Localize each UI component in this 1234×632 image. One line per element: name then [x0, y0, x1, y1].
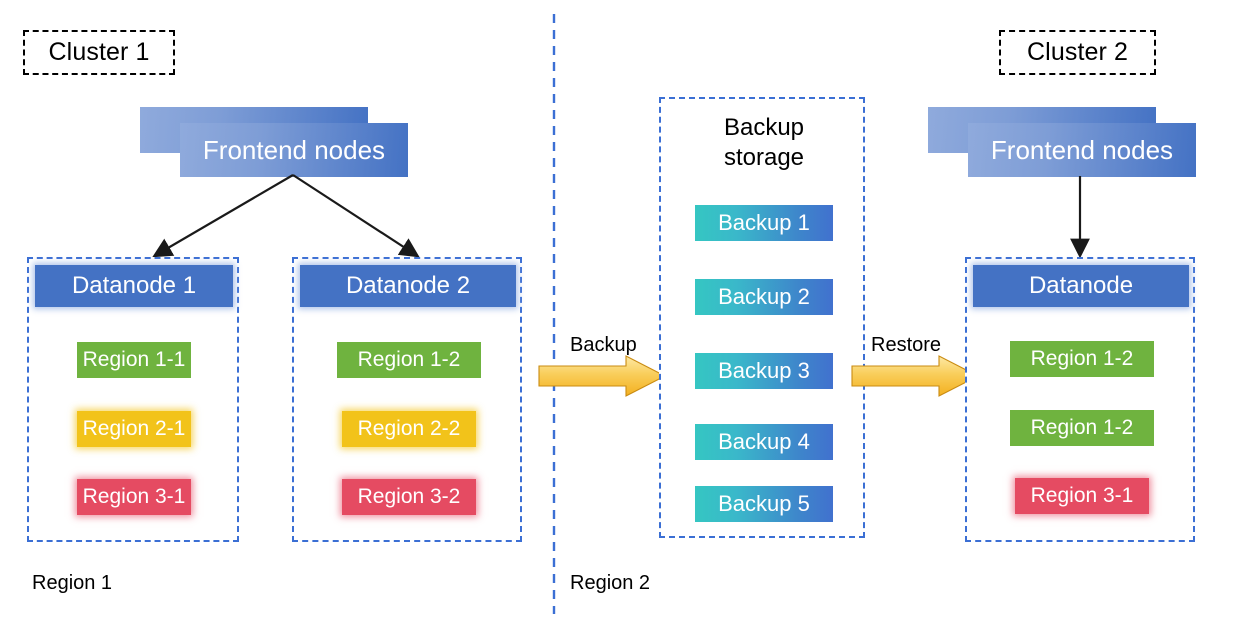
- region-label: Region 2-2: [357, 417, 461, 440]
- region-label: Region 1-1: [82, 348, 186, 371]
- region-2-caption-text: Region 2: [570, 572, 651, 594]
- frontend-nodes-front-card[interactable]: Frontend nodes: [180, 123, 408, 177]
- datanode-header[interactable]: Datanode: [973, 265, 1189, 307]
- datanode-header-label: Datanode: [1028, 272, 1134, 299]
- backup-item[interactable]: Backup 2: [695, 279, 833, 315]
- frontend-to-datanode-connector-cluster-2: [1070, 176, 1090, 259]
- region-divider: [552, 14, 556, 614]
- frontend-nodes-front-card[interactable]: Frontend nodes: [968, 123, 1196, 177]
- datanode-1-header[interactable]: Datanode 1: [35, 265, 233, 307]
- cluster-1-label: Cluster 1: [23, 30, 175, 75]
- cluster-2-label-text: Cluster 2: [1027, 38, 1128, 66]
- region-2-caption: Region 2: [570, 572, 650, 595]
- backup-flow-label: Backup: [570, 334, 637, 357]
- region-item[interactable]: Region 3-1: [1015, 478, 1149, 514]
- backup-item[interactable]: Backup 3: [695, 353, 833, 389]
- datanode-container-cluster-2: Datanode Region 1-2 Region 1-2 Region 3-…: [965, 257, 1195, 542]
- datanode-container-1: Datanode 1 Region 1-1 Region 2-1 Region …: [27, 257, 239, 542]
- region-item[interactable]: Region 2-2: [342, 411, 476, 447]
- frontend-nodes-cluster-2: Frontend nodes: [928, 107, 1196, 177]
- backup-flow-arrow: [538, 355, 666, 397]
- region-item[interactable]: Region 1-2: [337, 342, 481, 378]
- region-label: Region 1-2: [1030, 416, 1134, 439]
- cluster-1-label-text: Cluster 1: [48, 38, 150, 66]
- datanode-1-header-label: Datanode 1: [71, 272, 197, 299]
- region-1-caption-text: Region 1: [32, 572, 113, 594]
- backup-item[interactable]: Backup 5: [695, 486, 833, 522]
- backup-item[interactable]: Backup 1: [695, 205, 833, 241]
- region-label: Region 1-2: [357, 348, 461, 371]
- backup-item[interactable]: Backup 4: [695, 424, 833, 460]
- frontend-nodes-cluster-1: Frontend nodes: [140, 107, 408, 177]
- backup-storage-title-line-2: storage: [723, 144, 805, 171]
- backup-item-label: Backup 3: [718, 358, 810, 383]
- region-item[interactable]: Region 1-2: [1010, 341, 1154, 377]
- region-label: Region 3-2: [357, 485, 461, 508]
- backup-item-label: Backup 4: [718, 429, 810, 454]
- region-item[interactable]: Region 1-2: [1010, 410, 1154, 446]
- region-label: Region 1-2: [1030, 347, 1134, 370]
- restore-flow-label: Restore: [871, 334, 941, 357]
- datanode-2-header[interactable]: Datanode 2: [300, 265, 516, 307]
- region-item[interactable]: Region 3-1: [77, 479, 191, 515]
- region-1-caption: Region 1: [32, 572, 112, 595]
- datanode-2-header-label: Datanode 2: [345, 272, 471, 299]
- region-item[interactable]: Region 2-1: [77, 411, 191, 447]
- frontend-to-datanode-connectors: [152, 174, 420, 258]
- frontend-nodes-label: Frontend nodes: [990, 134, 1174, 165]
- datanode-container-2: Datanode 2 Region 1-2 Region 2-2 Region …: [292, 257, 522, 542]
- backup-flow-label-text: Backup: [570, 334, 637, 356]
- region-item[interactable]: Region 1-1: [77, 342, 191, 378]
- backup-storage-title: Backup storage: [661, 113, 867, 173]
- restore-flow-label-text: Restore: [871, 334, 942, 356]
- backup-item-label: Backup 2: [718, 284, 810, 309]
- backup-storage-title-line-1: Backup: [723, 114, 805, 141]
- backup-item-label: Backup 1: [718, 210, 810, 235]
- region-label: Region 3-1: [82, 485, 186, 508]
- backup-item-label: Backup 5: [718, 491, 810, 516]
- restore-flow-arrow: [851, 355, 979, 397]
- cluster-2-label: Cluster 2: [999, 30, 1156, 75]
- frontend-nodes-label: Frontend nodes: [202, 134, 386, 165]
- region-item[interactable]: Region 3-2: [342, 479, 476, 515]
- region-label: Region 3-1: [1030, 484, 1134, 507]
- backup-storage-container: Backup storage Backup 1 Backup 2 Backup …: [659, 97, 865, 538]
- region-label: Region 2-1: [82, 417, 186, 440]
